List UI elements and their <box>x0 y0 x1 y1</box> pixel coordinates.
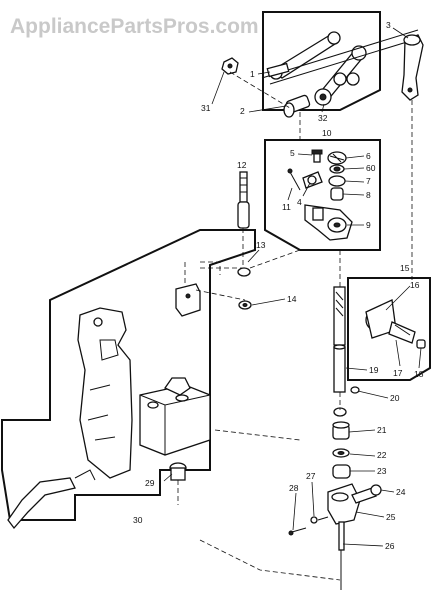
screw-28 <box>288 527 307 536</box>
callout-23: 23 <box>377 466 387 476</box>
assembly-lines <box>177 71 413 581</box>
callout-11: 11 <box>282 202 291 212</box>
callout-31: 31 <box>201 103 211 113</box>
callout-3: 3 <box>386 20 391 30</box>
callout-60: 60 <box>366 163 376 173</box>
callout-1: 1 <box>250 69 255 79</box>
screw-27 <box>310 516 329 524</box>
callout-14: 14 <box>287 294 297 304</box>
callout-15: 15 <box>400 263 410 273</box>
callout-13: 13 <box>256 240 266 250</box>
callout-10: 10 <box>322 128 332 138</box>
callout-24: 24 <box>396 487 406 497</box>
bracket-block <box>175 261 246 317</box>
callout-16: 16 <box>410 280 420 290</box>
callout-19: 19 <box>369 365 379 375</box>
callout-25: 25 <box>386 512 396 522</box>
callout-32: 32 <box>318 113 328 123</box>
callout-20: 20 <box>390 393 400 403</box>
callout-17: 17 <box>393 368 403 378</box>
callout-2: 2 <box>240 106 245 116</box>
part-31-nut <box>221 57 239 75</box>
callout-27: 27 <box>306 471 316 481</box>
callout-6: 6 <box>366 151 371 161</box>
callout-21: 21 <box>377 425 387 435</box>
vertical-shaft <box>333 286 360 394</box>
callout-26: 26 <box>385 541 395 551</box>
watermark: AppliancePartsPros.com <box>10 15 259 38</box>
callout-4: 4 <box>297 197 302 207</box>
callout-28: 28 <box>289 483 299 493</box>
lower-stack <box>327 407 382 590</box>
callout-18: 18 <box>414 369 424 379</box>
callout-12: 12 <box>237 160 247 170</box>
callout-22: 22 <box>377 450 387 460</box>
box-15-group <box>347 277 431 381</box>
callout-29: 29 <box>145 478 155 488</box>
main-bracket-panel <box>1 229 256 530</box>
callout-9: 9 <box>366 220 371 230</box>
part-13-washer <box>237 267 251 277</box>
leader-lines <box>163 27 422 547</box>
part-2-bushing <box>283 94 311 118</box>
callout-30: 30 <box>133 515 143 525</box>
callout-5: 5 <box>290 148 295 158</box>
part-3-bracket <box>401 34 424 101</box>
part-12-pin <box>237 171 250 229</box>
top-link-group <box>261 11 421 111</box>
callout-8: 8 <box>366 190 371 200</box>
callout-labels: 1 2 3 4 5 6 60 7 8 9 10 11 12 13 14 15 1… <box>133 20 424 551</box>
callout-7: 7 <box>366 176 371 186</box>
